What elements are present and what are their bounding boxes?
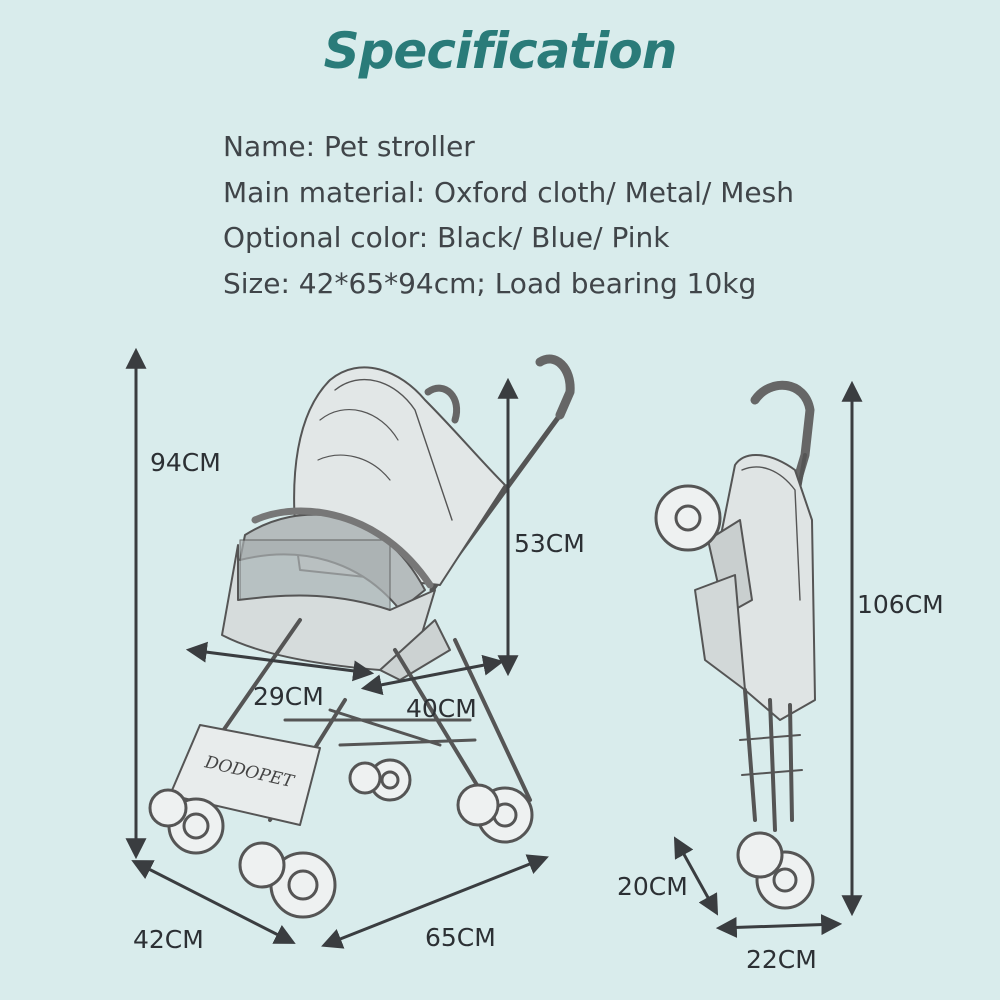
spec-color: Optional color: Black/ Blue/ Pink (223, 221, 670, 254)
label-width-open: 42CM (133, 925, 204, 954)
label-length-open: 65CM (425, 923, 496, 952)
spec-size: Size: 42*65*94cm; Load bearing 10kg (223, 266, 757, 300)
page-title: Specification (323, 22, 678, 80)
folded-stroller-sketch (654, 380, 816, 910)
label-width-folded: 22CM (746, 945, 817, 974)
label-height-open: 94CM (150, 448, 221, 477)
label-height-folded: 106CM (857, 590, 944, 619)
label-seat-width: 40CM (406, 694, 477, 723)
label-seat-depth: 29CM (253, 682, 324, 711)
label-depth-folded: 20CM (617, 872, 688, 901)
arrow-seat-width (360, 654, 505, 696)
arrow-depth-folded (673, 836, 719, 916)
arrow-length-open (321, 854, 549, 949)
label-seat-height: 53CM (514, 529, 585, 558)
spec-material: Main material: Oxford cloth/ Metal/ Mesh (223, 175, 794, 209)
arrow-width-folded (715, 914, 843, 938)
open-stroller-sketch: DODOPET (148, 354, 575, 919)
dimension-arrows (125, 347, 863, 949)
arrow-width-open (131, 860, 296, 944)
arrow-seat-depth (185, 641, 375, 682)
spec-list: Name: Pet stroller Main material: Oxford… (223, 124, 794, 306)
spec-name: Name: Pet stroller (223, 130, 475, 163)
